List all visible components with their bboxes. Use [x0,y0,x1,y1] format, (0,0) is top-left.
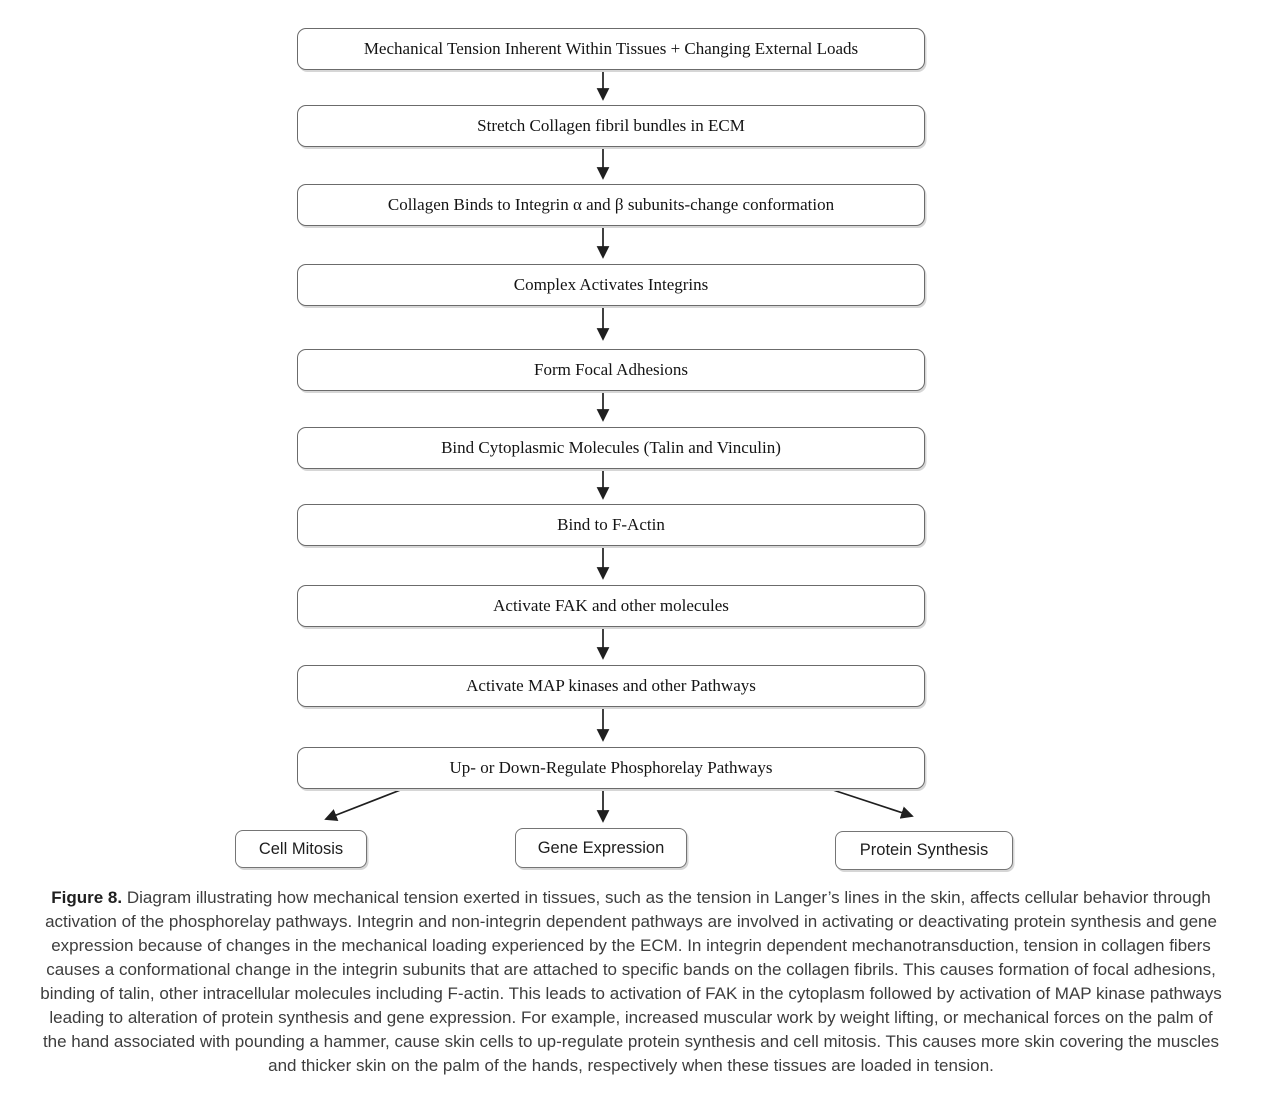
flow-node-complex-activates-integrins: Complex Activates Integrins [297,264,925,306]
outcome-node-protein-synthesis: Protein Synthesis [835,831,1013,870]
figure-caption-label: Figure 8. [51,888,123,907]
flow-node-collagen-binds-integrin: Collagen Binds to Integrin α and β subun… [297,184,925,226]
flow-node-activate-map-kinases: Activate MAP kinases and other Pathways [297,665,925,707]
outcome-node-cell-mitosis: Cell Mitosis [235,830,367,868]
flow-node-mechanical-tension: Mechanical Tension Inherent Within Tissu… [297,28,925,70]
flow-node-bind-cytoplasmic-molecules: Bind Cytoplasmic Molecules (Talin and Vi… [297,427,925,469]
figure-caption-text: Diagram illustrating how mechanical tens… [40,888,1222,1075]
arrow-branch-right [829,788,914,819]
flow-node-form-focal-adhesions: Form Focal Adhesions [297,349,925,391]
flow-node-bind-f-actin: Bind to F-Actin [297,504,925,546]
outcome-node-gene-expression: Gene Expression [515,828,687,868]
flow-node-stretch-collagen: Stretch Collagen fibril bundles in ECM [297,105,925,147]
flow-node-activate-fak: Activate FAK and other molecules [297,585,925,627]
flow-node-regulate-phosphorelay: Up- or Down-Regulate Phosphorelay Pathwa… [297,747,925,789]
arrow-branch-left [324,788,404,822]
figure-caption: Figure 8. Diagram illustrating how mecha… [36,886,1226,1078]
